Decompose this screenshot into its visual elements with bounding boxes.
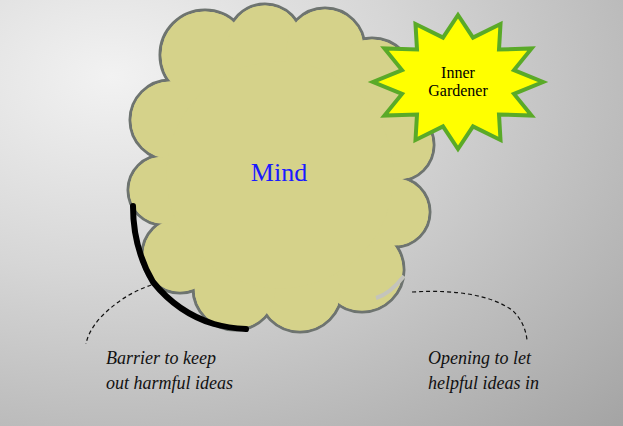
callout-label: Opening to let helpful ideas in bbox=[428, 346, 550, 396]
cloud-fill bbox=[167, 62, 394, 289]
starburst-outline bbox=[373, 15, 543, 149]
cloud-node: Mind bbox=[128, 8, 430, 338]
leader-line bbox=[412, 291, 527, 340]
leader-line bbox=[86, 283, 158, 344]
starburst-node: Inner Gardener bbox=[370, 12, 546, 152]
barrier-arc bbox=[133, 206, 246, 329]
node-text: Mind bbox=[251, 158, 307, 188]
node-text: Inner Gardener bbox=[422, 64, 494, 101]
opening bbox=[376, 276, 404, 298]
callout-label: Barrier to keep out harmful ideas bbox=[106, 346, 238, 396]
